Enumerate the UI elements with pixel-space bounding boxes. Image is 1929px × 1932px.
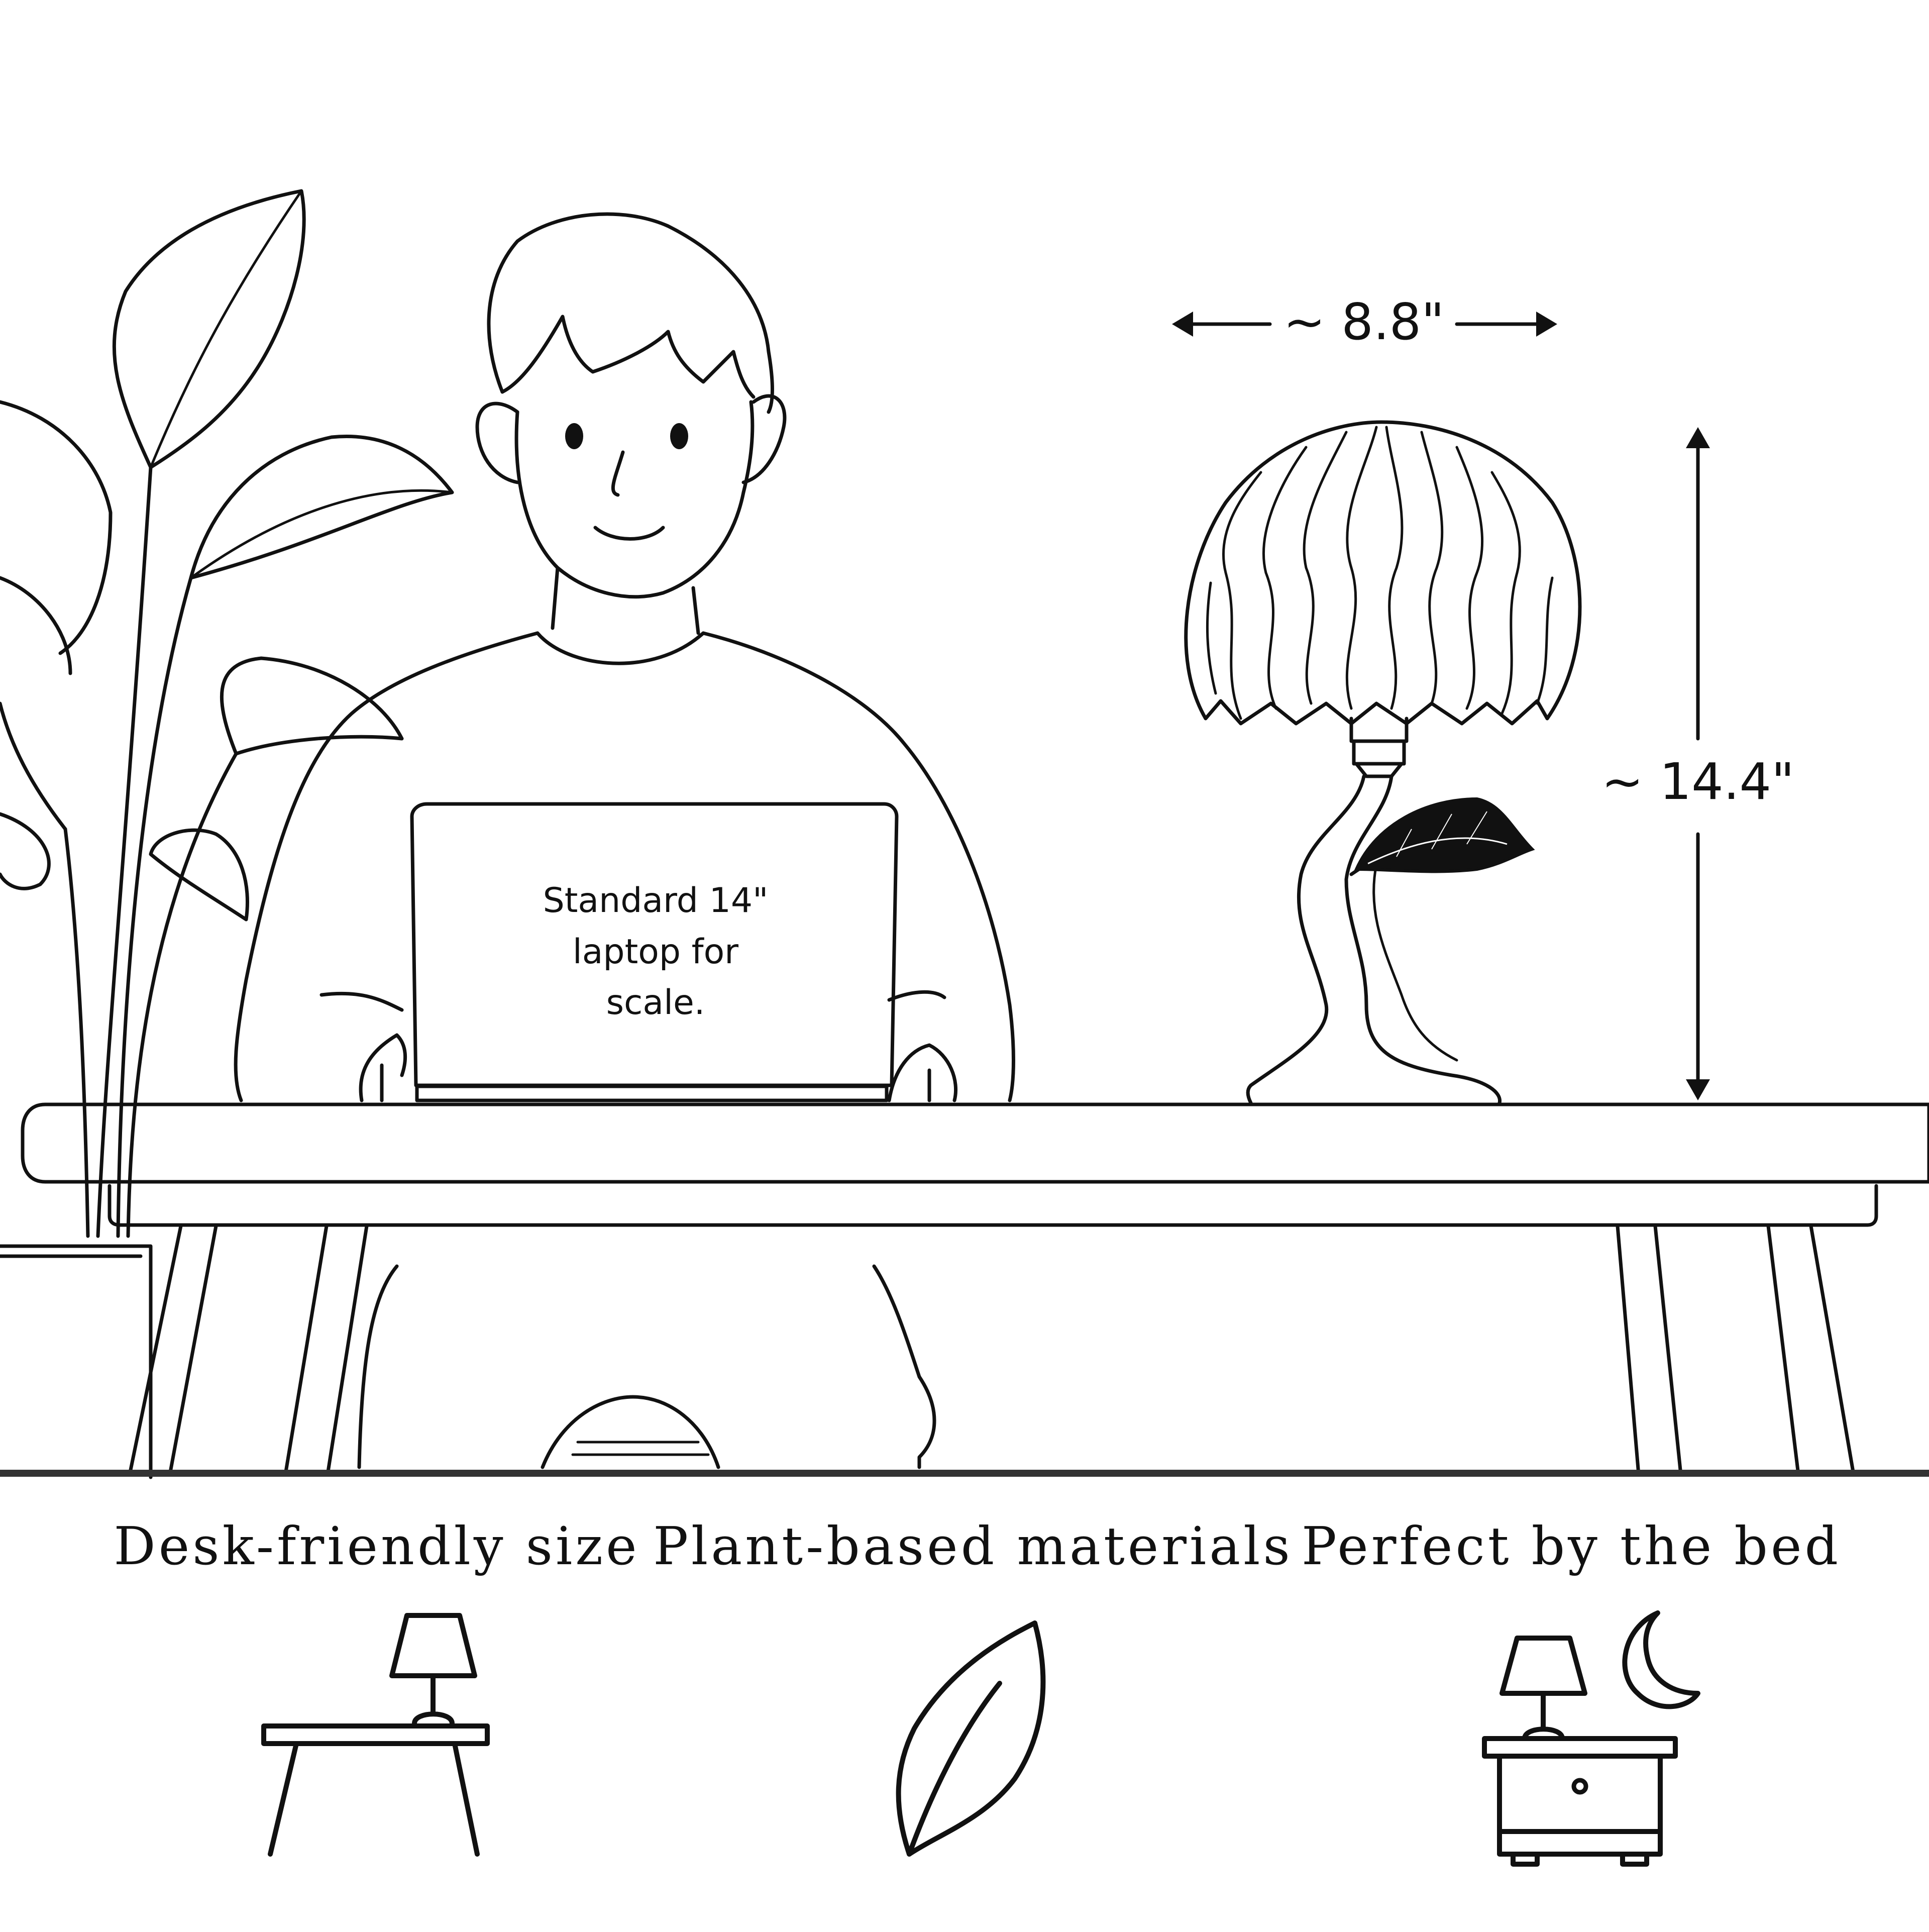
feature-label-desk: Desk-friendly size — [114, 1515, 639, 1577]
leaf-icon — [896, 1620, 1046, 1857]
width-dimension: ~ 8.8" — [1172, 292, 1557, 351]
lamp-shade-pattern — [1206, 426, 1554, 720]
desk-lamp-icon — [261, 1613, 490, 1857]
width-label: ~ 8.8" — [1283, 292, 1445, 351]
laptop-caption-line-1: Standard 14" — [543, 881, 769, 921]
feature-label-plant: Plant-based materials — [653, 1515, 1293, 1577]
potted-plant — [0, 189, 454, 1479]
person — [234, 212, 1015, 1469]
laptop-caption-line-3: scale. — [606, 983, 705, 1023]
desk — [0, 1102, 1929, 1477]
nightstand-lamp-icon — [1482, 1610, 1700, 1867]
height-dimension: ~ 14.4" — [1601, 427, 1794, 1100]
lamp — [1184, 420, 1582, 1105]
laptop: Standard 14" laptop for scale. — [410, 802, 899, 1102]
feature-label-bed: Perfect by the bed — [1302, 1515, 1841, 1577]
feature-list: Desk-friendly size Plant-based materials… — [114, 1515, 1841, 1577]
height-label: ~ 14.4" — [1601, 752, 1794, 811]
laptop-caption-line-2: laptop for — [573, 932, 738, 972]
